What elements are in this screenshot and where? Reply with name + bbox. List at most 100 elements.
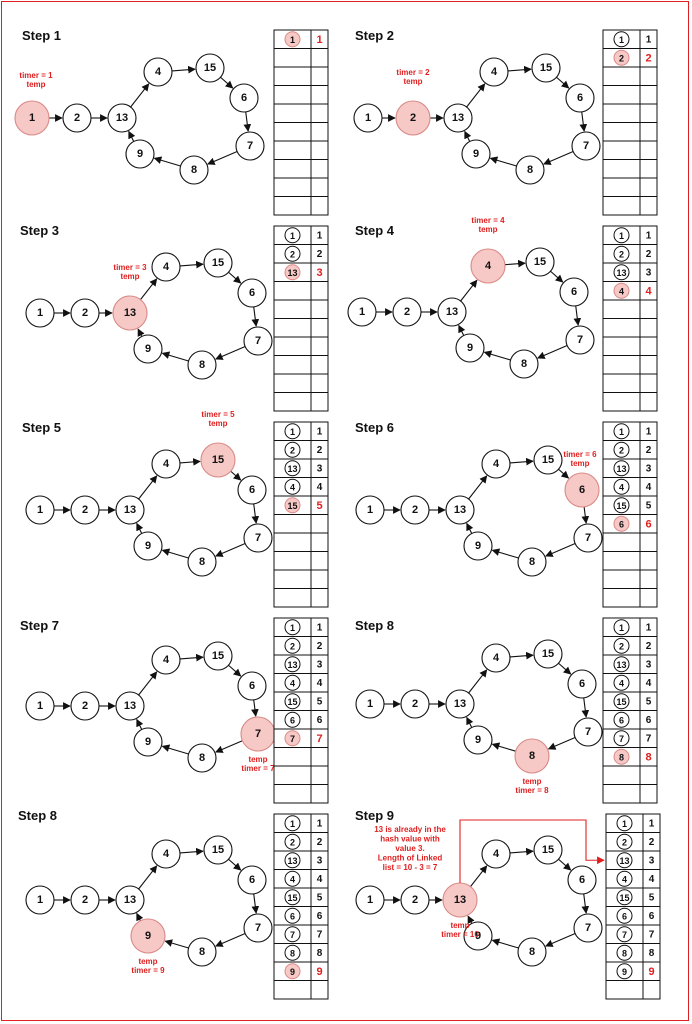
hash-key: 4: [290, 482, 295, 492]
hash-key: 1: [622, 819, 627, 829]
edge-4-to-15: [179, 653, 204, 662]
hash-value: 5: [317, 892, 323, 903]
edge-7-to-8: [215, 346, 246, 360]
node-6: [237, 671, 267, 701]
hash-value: 8: [645, 751, 651, 763]
edge-8-to-9: [491, 742, 516, 752]
node-label: 8: [199, 752, 205, 764]
edge-7-to-8: [545, 933, 576, 947]
hash-key: 2: [619, 249, 624, 259]
node-2: [70, 495, 100, 525]
edge-7-to-8: [215, 740, 243, 753]
node-13: [437, 297, 467, 327]
temp-timer-annotation: timer = 9: [131, 966, 165, 975]
node-8: [179, 155, 209, 185]
node-6: [559, 277, 589, 307]
hash-value: 1: [316, 34, 322, 46]
edge-8-to-9: [164, 939, 189, 949]
node-13-temp-highlighted: [112, 295, 148, 331]
hash-key-circle: [616, 870, 633, 887]
edge-9-to-13: [137, 328, 145, 338]
hash-key: 4: [290, 678, 295, 688]
edge-9-to-13: [464, 130, 472, 142]
edge-8-to-9: [161, 351, 189, 362]
node-9-temp-highlighted: [130, 918, 166, 954]
hash-value: 1: [646, 230, 652, 241]
hash-key-circle: [613, 619, 630, 636]
node-label: 4: [485, 260, 492, 272]
hash-key-circle: [613, 264, 630, 281]
edge-6-to-7: [579, 111, 588, 132]
hash-key: 4: [619, 678, 624, 688]
hash-key-circle: [284, 674, 301, 691]
hash-key-circle: [284, 889, 301, 906]
node-8: [187, 547, 217, 577]
cycle-detection-arrow: [459, 819, 605, 883]
step-title: Step 8: [355, 618, 394, 633]
hash-value: 1: [649, 818, 655, 829]
node-label: 4: [163, 654, 170, 666]
hash-value: 4: [645, 285, 652, 297]
node-label: 13: [124, 307, 136, 319]
hash-key-circle: [284, 963, 301, 980]
edge-9-to-13: [467, 915, 475, 925]
edge-8-to-9: [491, 938, 519, 949]
hash-key: 4: [290, 874, 295, 884]
node-15: [195, 53, 225, 83]
node-7: [235, 131, 265, 161]
hash-value: 7: [646, 733, 652, 744]
node-4: [143, 57, 173, 87]
hash-key: 1: [619, 231, 624, 241]
hash-key: 2: [290, 641, 295, 651]
hash-key: 2: [290, 837, 295, 847]
hash-key-circle: [284, 460, 301, 477]
step-title: Step 6: [355, 420, 394, 435]
node-4: [481, 449, 511, 479]
node-label: 4: [163, 261, 170, 273]
node-13: [115, 495, 145, 525]
node-label: 13: [454, 698, 466, 710]
temp-timer-annotation: timer = 5: [201, 410, 235, 419]
hash-value: 1: [317, 230, 323, 241]
hash-key-circle: [613, 497, 630, 514]
node-label: 6: [241, 92, 247, 104]
hash-key: 6: [619, 519, 624, 529]
hash-key-circle: [613, 423, 630, 440]
hash-key: 6: [290, 715, 295, 725]
node-2-temp-highlighted: [395, 100, 431, 136]
hash-key-circle: [613, 711, 630, 728]
hash-key-circle: [613, 441, 630, 458]
node-label: 15: [542, 844, 554, 856]
node-label: 1: [359, 306, 365, 318]
edge-7-to-8: [207, 151, 238, 165]
node-9: [455, 333, 485, 363]
node-label: 4: [491, 66, 498, 78]
edge-8-to-9: [153, 156, 181, 167]
node-label: 13: [454, 894, 466, 906]
node-label: 13: [124, 504, 136, 516]
hash-key: 1: [290, 231, 295, 241]
hash-key-circle: [284, 833, 301, 850]
hash-key: 9: [622, 967, 627, 977]
edge-4-to-15: [509, 457, 534, 466]
hash-key: 2: [619, 445, 624, 455]
node-label: 15: [542, 454, 554, 466]
node-4: [481, 839, 511, 869]
hash-key: 1: [290, 623, 295, 633]
temp-timer-annotation: timer = 7: [241, 764, 275, 773]
node-label: 7: [255, 922, 261, 934]
detection-note: value 3.: [395, 844, 424, 853]
hash-key-circle: [284, 907, 301, 924]
hash-value: 3: [646, 267, 652, 278]
node-2: [400, 495, 430, 525]
node-1-temp-highlighted: [14, 100, 50, 136]
hash-key: 13: [287, 464, 297, 474]
node-label: 13: [116, 112, 128, 124]
edge-6-to-7: [243, 111, 252, 132]
node-label: 15: [212, 844, 224, 856]
edge-9-to-13: [458, 324, 466, 336]
